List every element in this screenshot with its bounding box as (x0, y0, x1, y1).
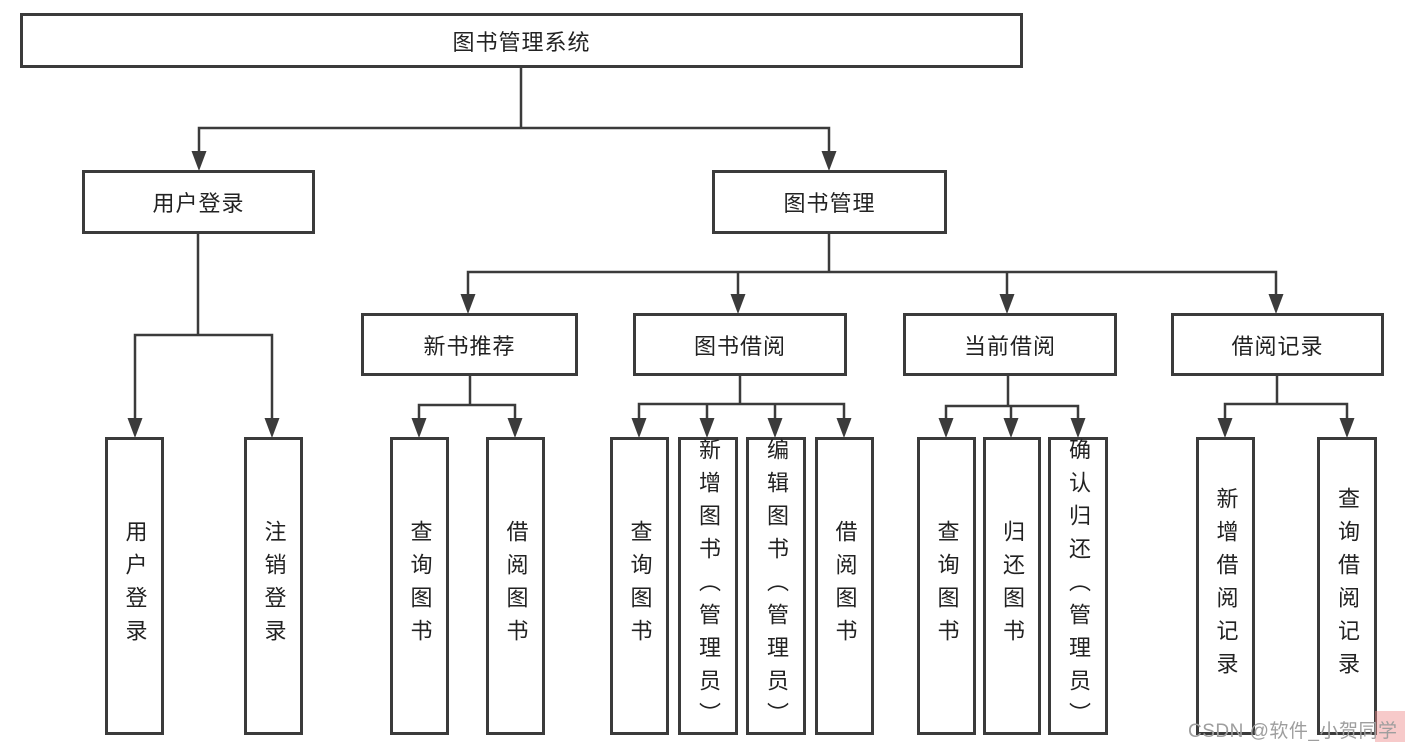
leaf-borrowing-add-book-admin: 新增图书（管理员） (678, 437, 738, 735)
node-book-management: 图书管理 (712, 170, 947, 234)
leaf-borrowing-borrow-book: 借阅图书 (815, 437, 874, 735)
leaf-user-login-label: 用户登录 (122, 520, 148, 652)
leaf-records-query-record: 查询借阅记录 (1317, 437, 1377, 735)
leaf-user-login: 用户登录 (105, 437, 164, 735)
watermark-highlight (1375, 711, 1405, 742)
leaf-current-query-book-label: 查询图书 (934, 520, 960, 652)
node-new-book-recommend: 新书推荐 (361, 313, 578, 376)
leaf-borrowing-query-book: 查询图书 (610, 437, 669, 735)
leaf-recommend-query-book-label: 查询图书 (407, 520, 433, 652)
node-borrow-records: 借阅记录 (1171, 313, 1384, 376)
arrowheads (127, 151, 1355, 438)
leaf-recommend-borrow-book-label: 借阅图书 (503, 520, 529, 652)
leaf-records-query-record-label: 查询借阅记录 (1335, 487, 1360, 685)
leaf-logout-login-label: 注销登录 (261, 520, 287, 652)
leaf-borrowing-edit-book-admin: 编辑图书（管理员） (746, 437, 806, 735)
leaf-borrowing-add-book-admin-label: 新增图书（管理员） (696, 437, 721, 735)
leaf-borrowing-query-book-label: 查询图书 (627, 520, 653, 652)
node-root-system: 图书管理系统 (20, 13, 1023, 68)
leaf-current-query-book: 查询图书 (917, 437, 976, 735)
node-book-borrowing: 图书借阅 (633, 313, 847, 376)
node-current-borrowing: 当前借阅 (903, 313, 1117, 376)
csdn-watermark: CSDN @软件_小贺同学 (1188, 721, 1398, 742)
leaf-current-return-book-label: 归还图书 (1000, 520, 1025, 652)
leaf-current-confirm-return-admin-label: 确认归还（管理员） (1066, 437, 1091, 735)
leaf-records-add-record: 新增借阅记录 (1196, 437, 1255, 735)
leaf-borrowing-edit-book-admin-label: 编辑图书（管理员） (764, 437, 789, 735)
leaf-recommend-borrow-book: 借阅图书 (486, 437, 545, 735)
leaf-records-add-record-label: 新增借阅记录 (1213, 487, 1239, 685)
node-user-login: 用户登录 (82, 170, 315, 234)
leaf-logout-login: 注销登录 (244, 437, 303, 735)
leaf-recommend-query-book: 查询图书 (390, 437, 449, 735)
leaf-current-confirm-return-admin: 确认归还（管理员） (1048, 437, 1108, 735)
leaf-current-return-book: 归还图书 (983, 437, 1041, 735)
leaf-borrowing-borrow-book-label: 借阅图书 (832, 520, 858, 652)
